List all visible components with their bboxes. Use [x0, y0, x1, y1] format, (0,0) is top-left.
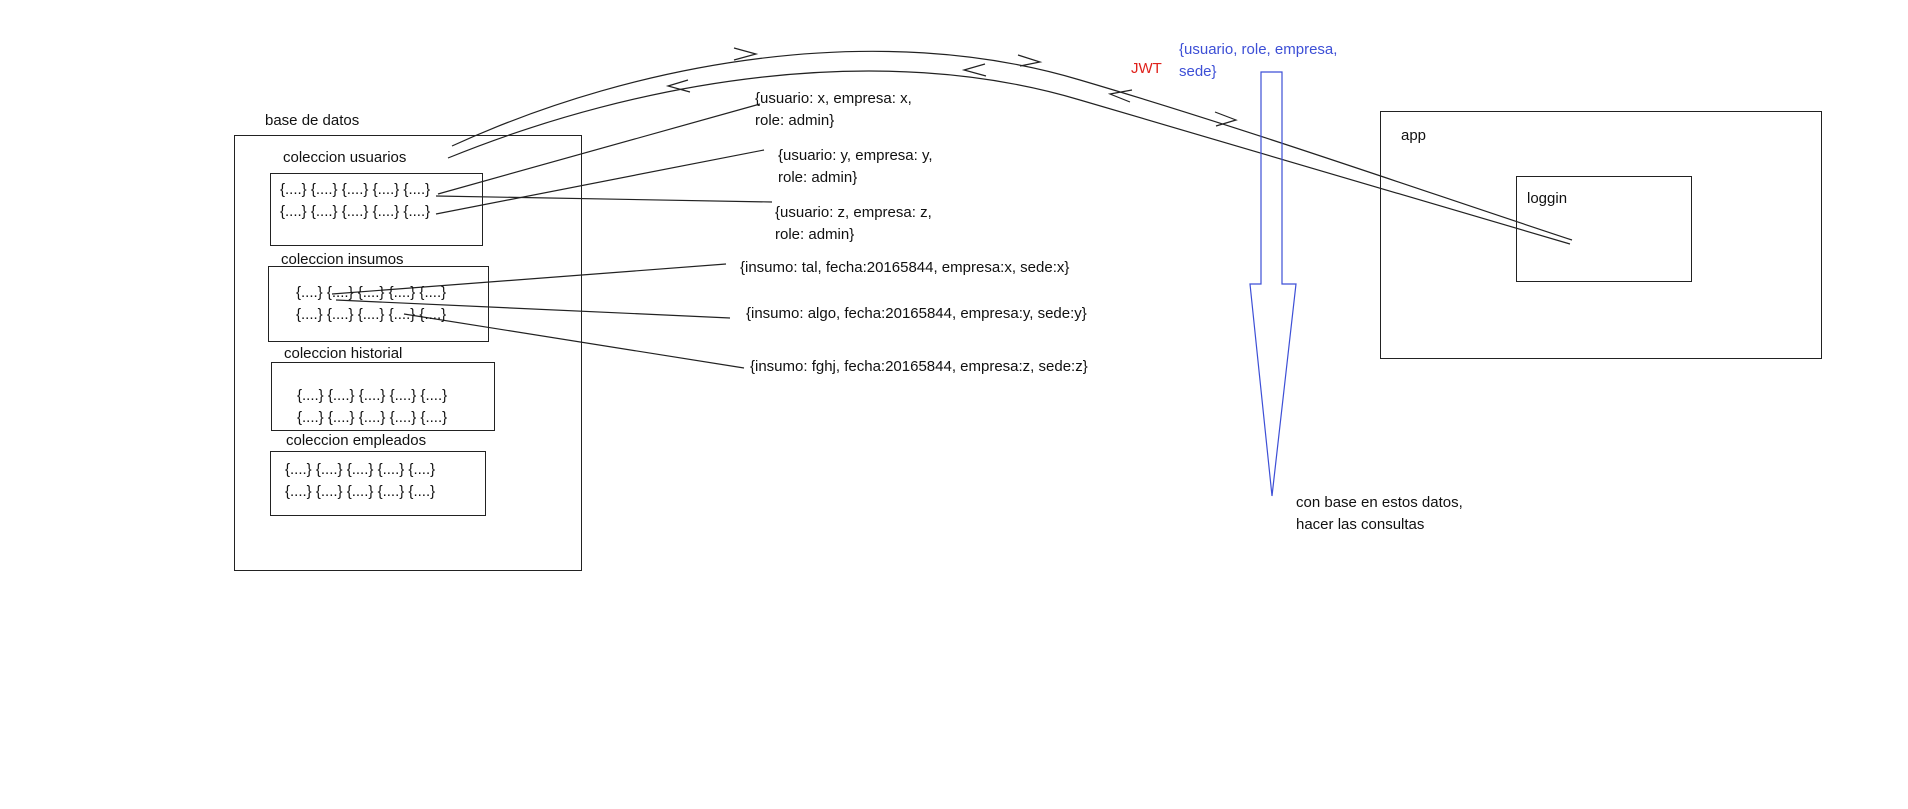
- arrowhead: [1214, 111, 1238, 127]
- collection-box-historial: [271, 362, 495, 431]
- collection-row: {....} {....} {....} {....} {....}: [285, 483, 436, 500]
- collection-box-usuarios: [270, 173, 483, 246]
- database-title: base de datos: [265, 112, 360, 129]
- arrowhead: [1017, 54, 1043, 67]
- link-line: [437, 103, 761, 195]
- arrowhead: [665, 79, 691, 93]
- jwt-payload-line2: sede}: [1179, 63, 1217, 80]
- link-line: [435, 195, 773, 203]
- insumo-doc: {insumo: fghj, fecha:20165844, empresa:z…: [750, 358, 1088, 375]
- note-line2: hacer las consultas: [1296, 516, 1425, 533]
- response-curve: [447, 70, 1571, 245]
- collection-row: {....} {....} {....} {....} {....}: [296, 284, 447, 301]
- arrowhead: [1107, 89, 1133, 103]
- collection-row: {....} {....} {....} {....} {....}: [285, 461, 436, 478]
- request-curve: [451, 50, 1573, 241]
- collection-row: {....} {....} {....} {....} {....}: [280, 203, 431, 220]
- user-doc-line1: {usuario: x, empresa: x,: [755, 90, 912, 107]
- user-doc-line1: {usuario: z, empresa: z,: [775, 204, 932, 221]
- note-line1: con base en estos datos,: [1296, 494, 1463, 511]
- collection-box-insumos: [268, 266, 489, 342]
- collection-title: coleccion historial: [284, 345, 403, 362]
- jwt-payload-line1: {usuario, role, empresa,: [1179, 41, 1338, 58]
- arrowhead: [733, 47, 759, 61]
- link-line: [331, 263, 727, 295]
- link-line: [403, 313, 745, 369]
- collection-row: {....} {....} {....} {....} {....}: [297, 387, 448, 404]
- app-title: app: [1401, 127, 1427, 144]
- login-title: loggin: [1527, 190, 1568, 207]
- user-doc-line2: role: admin}: [775, 226, 855, 243]
- link-line: [335, 299, 731, 319]
- collection-row: {....} {....} {....} {....} {....}: [280, 181, 431, 198]
- login-box: [1516, 176, 1692, 282]
- user-doc-line2: role: admin}: [755, 112, 835, 129]
- app-box: [1380, 111, 1822, 359]
- collection-row: {....} {....} {....} {....} {....}: [297, 409, 448, 426]
- collection-row: {....} {....} {....} {....} {....}: [296, 306, 447, 323]
- insumo-doc: {insumo: tal, fecha:20165844, empresa:x,…: [740, 259, 1070, 276]
- collection-title: coleccion empleados: [286, 432, 427, 449]
- user-doc-line1: {usuario: y, empresa: y,: [778, 147, 933, 164]
- jwt-label: JWT: [1131, 60, 1162, 77]
- arrowhead: [961, 63, 987, 77]
- link-line: [435, 149, 765, 215]
- collection-title: coleccion insumos: [281, 251, 404, 268]
- user-doc-line2: role: admin}: [778, 169, 858, 186]
- insumo-doc: {insumo: algo, fecha:20165844, empresa:y…: [746, 305, 1087, 322]
- collection-box-empleados: [270, 451, 486, 516]
- database-box: [234, 135, 582, 571]
- down-arrow-icon: [1249, 71, 1297, 497]
- collection-title: coleccion usuarios: [283, 149, 407, 166]
